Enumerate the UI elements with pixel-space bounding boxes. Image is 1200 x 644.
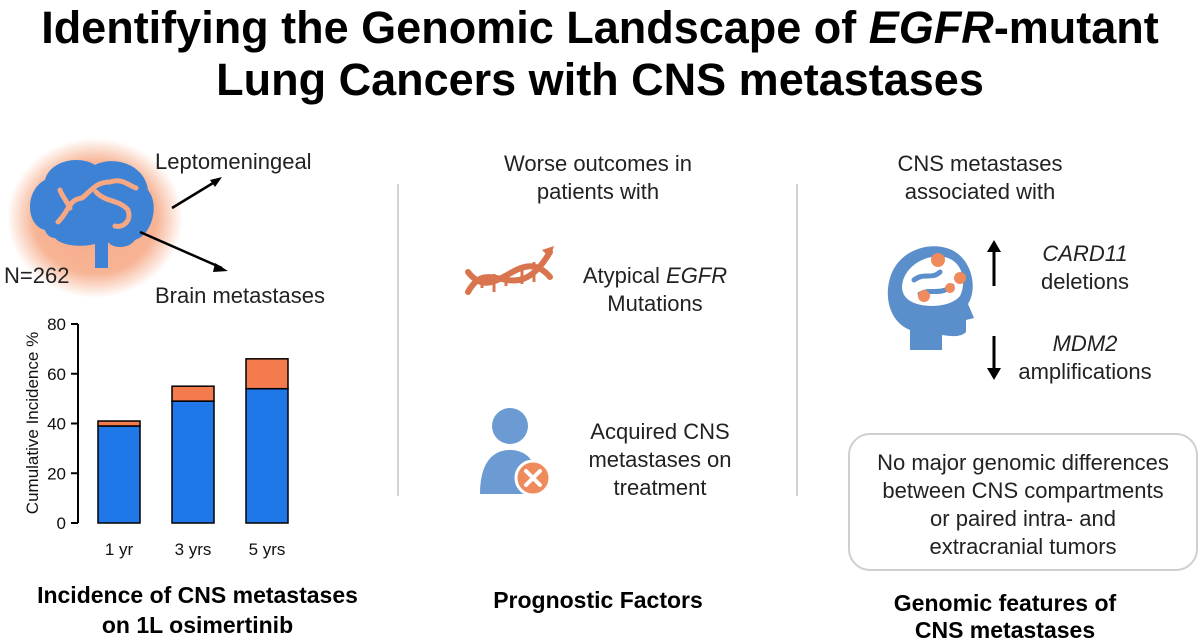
tumor-spot	[918, 290, 930, 302]
x-tick-label: 1 yr	[105, 540, 134, 559]
right-heading: CNS metastases associated with	[897, 151, 1063, 204]
person-with-x-icon	[480, 408, 552, 497]
x-tick-label: 5 yrs	[249, 540, 286, 559]
bar-segment	[245, 387, 289, 524]
label-leptomeningeal: Leptomeningeal	[155, 149, 312, 174]
page-title: Identifying the Genomic Landscape of EGF…	[0, 2, 1200, 106]
bar-segment	[171, 400, 215, 524]
bar-segment	[171, 385, 215, 402]
tumor-spot	[945, 283, 955, 293]
y-axis-title: Cumulative Incidence %	[23, 332, 42, 514]
arrow-to-leptomeningeal	[171, 178, 219, 210]
gene-mdm2: MDM2 amplifications	[1018, 331, 1152, 384]
column-divider-right	[796, 184, 798, 496]
incidence-bar-chart: Cumulative Incidence % 0 20 40 60 80 1 yr 3 yr…	[23, 315, 289, 559]
footer-genomic: Genomic features of CNS metastases	[893, 590, 1117, 643]
brain-illustration	[7, 138, 228, 298]
bar-segment	[97, 425, 141, 524]
column-divider-left	[397, 184, 399, 496]
title-line-2: Lung Cancers with CNS metastases	[216, 54, 984, 105]
brain-outline	[902, 256, 964, 306]
genomic-note-text: No major genomic differences between CNS…	[877, 450, 1169, 559]
footer-incidence-line-2: on 1L osimertinib	[101, 612, 294, 638]
footer-incidence-line-1: Incidence of CNS metastases	[37, 582, 358, 608]
y-tick-label: 0	[57, 514, 66, 533]
y-tick-label: 60	[47, 365, 66, 384]
person-head	[492, 408, 528, 444]
regulation-arrows	[987, 240, 1001, 380]
tumor-spot	[954, 272, 966, 284]
label-brain-metastases: Brain metastases	[155, 283, 325, 308]
bar-segment	[97, 420, 141, 427]
x-tick-label: 3 yrs	[175, 540, 212, 559]
prognostic-item-acquired-cns: Acquired CNS metastases on treatment	[588, 419, 732, 500]
label-sample-size: N=262	[4, 263, 70, 288]
gene-card11: CARD11 deletions	[1040, 241, 1130, 294]
bar-segment	[245, 358, 289, 390]
prognostic-item-atypical-egfr: Atypical EGFR Mutations	[582, 263, 728, 316]
middle-heading: Worse outcomes in patients with	[504, 151, 692, 204]
y-tick-label: 80	[47, 315, 66, 334]
y-tick-label: 40	[47, 415, 66, 434]
genomic-note-box: No major genomic differences between CNS…	[848, 433, 1198, 571]
tumor-spot	[931, 253, 945, 267]
head-profile-icon	[887, 246, 974, 350]
footer-prognostic: Prognostic Factors	[493, 587, 703, 613]
title-line-1: Identifying the Genomic Landscape of EGF…	[41, 2, 1159, 53]
arrow-to-brain-metastases	[139, 230, 223, 270]
y-tick-label: 20	[47, 464, 66, 483]
dna-icon	[465, 246, 554, 295]
footer-incidence: Incidence of CNS metastases on 1L osimer…	[0, 580, 395, 640]
brain-icon	[30, 160, 154, 268]
